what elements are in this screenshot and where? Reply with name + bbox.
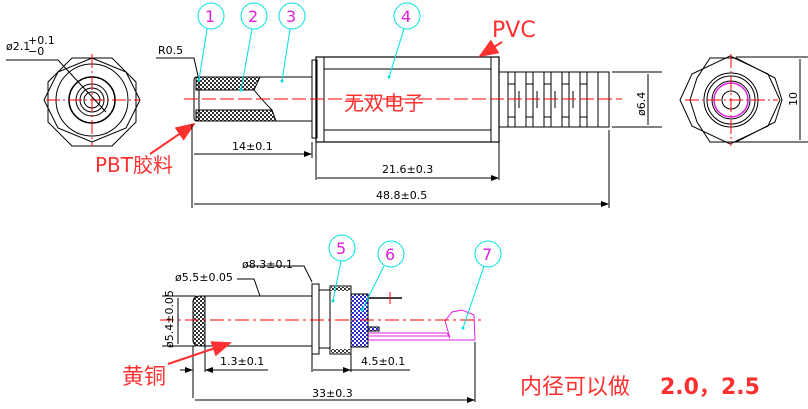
dim-overall-length: 48.8±0.5 [376, 189, 427, 202]
balloon-6: 6 [360, 240, 405, 312]
balloon-5: 5 [328, 234, 356, 303]
balloon-4: 4 [387, 2, 421, 79]
dimension-lines-top [191, 56, 808, 208]
svg-text:1: 1 [205, 7, 215, 26]
dim-barrel-vertical: ø5.4±0.05 [163, 290, 176, 348]
dim-overall-length-bottom: 33±0.3 [312, 387, 353, 400]
pbt-arrow [149, 122, 196, 155]
svg-text:4: 4 [401, 7, 411, 26]
svg-text:7: 7 [482, 245, 492, 264]
dim-hex-size: 10 [787, 92, 800, 106]
dim-handle-length: 21.6±0.3 [382, 163, 433, 176]
front-view-right [679, 54, 783, 146]
balloon-2: 2 [239, 2, 268, 92]
watermark-text: 无双电子 [344, 91, 424, 115]
note-values: 2.0，2.5 [660, 375, 760, 400]
brass-arrow [167, 341, 232, 365]
pvc-label: PVC [492, 18, 536, 43]
front-view-left [6, 54, 141, 147]
bore-tol-upper: +0.1 [28, 34, 55, 47]
svg-text:2: 2 [248, 7, 258, 26]
svg-text:6: 6 [385, 245, 395, 264]
dim-insulator-width: 4.5±0.1 [361, 355, 405, 368]
dim-tip-offset: 1.3±0.1 [220, 355, 264, 368]
dim-tip-length: 14±0.1 [232, 140, 273, 153]
radius-label: R0.5 [158, 44, 183, 57]
bore-diameter-label: ø2.1 [6, 40, 30, 53]
brass-label: 黄铜 [122, 365, 166, 390]
dim-collar-diameter: ø8.3±0.1 [242, 258, 293, 271]
balloon-3: 3 [278, 2, 306, 83]
dim-barrel-outer: ø5.5±0.05 [175, 271, 233, 284]
dimension-lines-bottom [162, 265, 476, 403]
svg-text:5: 5 [336, 239, 346, 258]
plug-side-view [184, 56, 630, 143]
radius-leader [156, 57, 199, 77]
jack-side-view [160, 283, 484, 355]
balloon-1: 1 [197, 2, 225, 82]
svg-text:3: 3 [286, 7, 296, 26]
pbt-label: PBT胶料 [95, 153, 173, 177]
note-prefix: 内径可以做 [520, 375, 630, 400]
bore-tol-lower: −0 [28, 45, 44, 58]
pvc-arrow [478, 39, 503, 58]
dim-cable-diameter: ø6.4 [635, 92, 648, 116]
balloon-7: 7 [461, 240, 502, 330]
